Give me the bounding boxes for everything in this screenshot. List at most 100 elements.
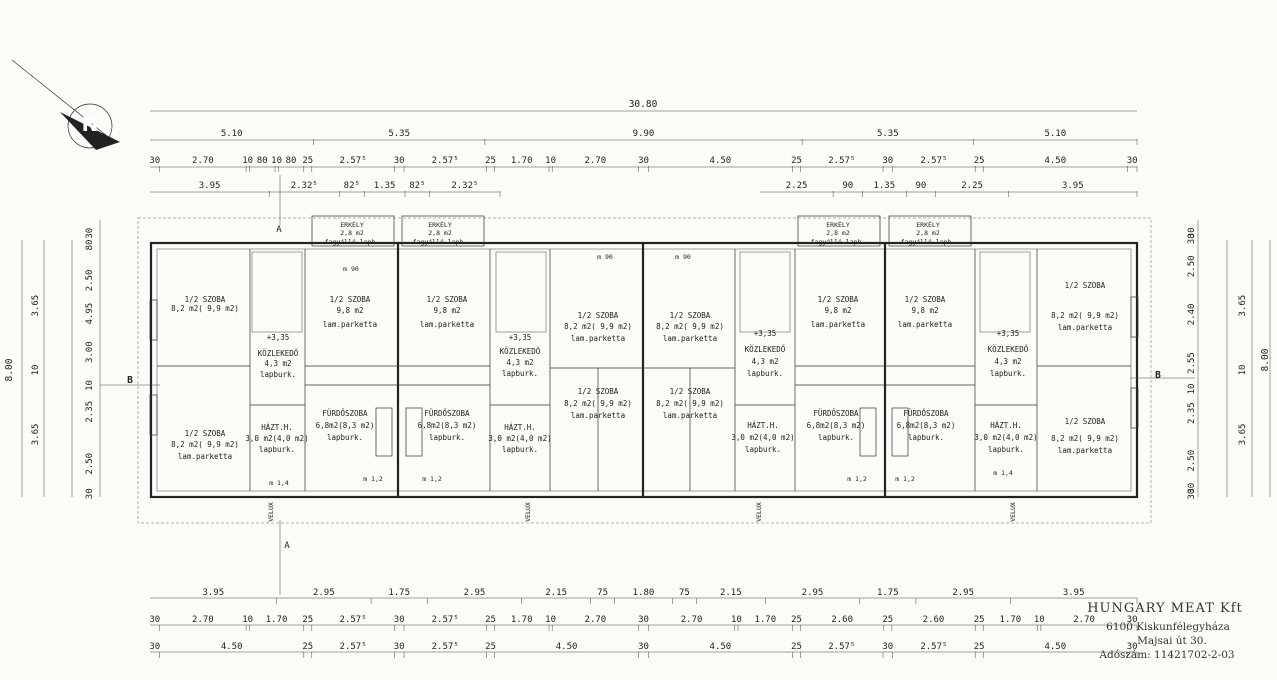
room-area: 9,8 m2: [911, 306, 938, 315]
dim-right-overall: 8.00: [1260, 348, 1271, 371]
dimension-label: 4.50: [556, 642, 578, 652]
room-floor: lam.parketta: [663, 411, 717, 420]
dimension-label: 4.50: [710, 642, 732, 652]
room-floor: lapburk.: [502, 369, 538, 378]
dimension-label: 80: [85, 240, 95, 251]
room-floor: lapburk.: [429, 433, 465, 442]
dimension-label: 2.40: [1187, 304, 1197, 326]
door-mark: m 1,4: [993, 469, 1013, 477]
dimension-label: 90: [842, 181, 853, 191]
dimension-label: 30: [85, 488, 95, 499]
dimension-label: 4.50: [1044, 156, 1066, 166]
door-mark: m 1,2: [847, 475, 867, 483]
dimension-label: 3.65: [31, 424, 41, 446]
room-label: 1/2 SZOBA: [670, 311, 711, 320]
company-line3: Adószám: 11421702-2-03: [1098, 649, 1234, 661]
dimension-label: 30: [149, 642, 160, 652]
room-floor: lam.parketta: [898, 320, 952, 329]
dimension-label: 25: [791, 615, 802, 625]
room-area: 9,8 m2: [433, 306, 460, 315]
left-dimension-lines: 8.00: [4, 220, 101, 497]
dimension-label: 2.57⁵: [828, 156, 855, 166]
dimension-label: 1.75: [877, 588, 899, 598]
dimension-label: 2.57⁵: [920, 642, 947, 652]
dimension-label: 2.70: [585, 156, 607, 166]
room-floor: lapburk.: [745, 445, 781, 454]
dimension-label: 30: [1127, 156, 1138, 166]
dimension-label: 3.65: [31, 295, 41, 317]
room-area: 8,2 m2( 9,9 m2): [564, 322, 632, 331]
dimension-label: 10: [31, 365, 41, 376]
dimension-label: 1.70: [511, 615, 533, 625]
dimension-label: 2.95: [802, 588, 824, 598]
room-label: 1/2 SZOBA: [330, 295, 371, 304]
section-b-right: B: [1155, 370, 1161, 381]
room-floor: fagyálló lapb.: [901, 238, 956, 246]
dimension-label: 3.95: [199, 181, 221, 191]
dimension-label: 2.95: [313, 588, 335, 598]
room-area: 8,2 m2( 9,9 m2): [171, 304, 239, 313]
velux-mark: VELUX: [524, 502, 532, 522]
dimension-label: 2.32⁵: [291, 181, 318, 191]
dimension-label: 2.50: [1187, 450, 1197, 472]
dimension-label: 30: [394, 615, 405, 625]
room-area: 9,8 m2: [336, 306, 363, 315]
dimension-label: 75: [679, 588, 690, 598]
room-area: 8,2 m2( 9,9 m2): [656, 322, 724, 331]
room-area: 3,0 m2(4,0 m2): [245, 434, 308, 443]
room-area: 2,8 m2: [916, 229, 940, 237]
room-label: KÖZLEKEDŐ: [745, 345, 786, 354]
dimension-label: 3.65: [1238, 295, 1248, 317]
room-floor: lam.parketta: [571, 411, 625, 420]
room-label: 1/2 SZOBA: [670, 387, 711, 396]
dimension-label: 2.50: [1187, 255, 1197, 277]
building-outline: [137, 215, 1152, 524]
dimension-label: 3.95: [1063, 588, 1085, 598]
dimension-label: 2.57⁵: [340, 642, 367, 652]
room-area: 8,2 m2( 9,9 m2): [1051, 311, 1119, 320]
company-line1: 6100 Kiskunfélegyháza: [1106, 621, 1230, 633]
room-floor: lapburk.: [818, 433, 854, 442]
room-area: 4,3 m2: [264, 359, 291, 368]
dimension-label: 5.35: [877, 129, 899, 139]
room-floor: lam.parketta: [323, 320, 377, 329]
room-area: 2,8 m2: [340, 229, 364, 237]
room-label: ERKÉLY: [826, 220, 850, 229]
room-floor: lapburk.: [502, 445, 538, 454]
room-label: 1/2 SZOBA: [1065, 417, 1106, 426]
dimension-label: 1.75: [388, 588, 410, 598]
room-label: FÜRDŐSZOBA: [903, 409, 949, 418]
level-mark: +3,35: [509, 333, 532, 342]
dimension-label: 2.50: [85, 270, 95, 292]
dimension-label: 2.70: [585, 615, 607, 625]
section-a-bottom: A: [284, 541, 290, 551]
room-label: HÁZT.H.: [990, 421, 1022, 430]
dimension-label: 10: [1034, 615, 1045, 625]
room-area: 2,8 m2: [428, 229, 452, 237]
dimension-label: 25: [791, 642, 802, 652]
dimension-label: 30: [149, 156, 160, 166]
dimension-label: 2.57⁵: [828, 642, 855, 652]
velux-mark: VELUX: [755, 502, 763, 522]
room-label: KÖZLEKEDŐ: [988, 345, 1029, 354]
dimension-label: 30: [394, 156, 405, 166]
dimension-label: 30: [1127, 615, 1138, 625]
dimension-label: 2.57⁵: [432, 156, 459, 166]
room-label: HÁZT.H.: [747, 421, 779, 430]
dimension-label: 2.95: [952, 588, 974, 598]
room-label: ERKÉLY: [340, 220, 364, 229]
dim-overall-top: 30.80: [629, 99, 658, 110]
room-label: 1/2 SZOBA: [818, 295, 859, 304]
dimension-label: 2.57⁵: [432, 615, 459, 625]
unit-2: 1/2 SZOBA 9,8 m2 lam.parketta ERKÉLY 2,8…: [413, 220, 632, 522]
right-dimension-lines: 8.00: [1197, 220, 1271, 497]
room-label: FÜRDŐSZOBA: [424, 409, 470, 418]
door-mark: m 1,2: [422, 475, 442, 483]
dimension-label: 30: [149, 615, 160, 625]
unit-4: 1/2 SZOBA 9,8 m2 lam.parketta ERKÉLY 2,8…: [895, 220, 1119, 522]
